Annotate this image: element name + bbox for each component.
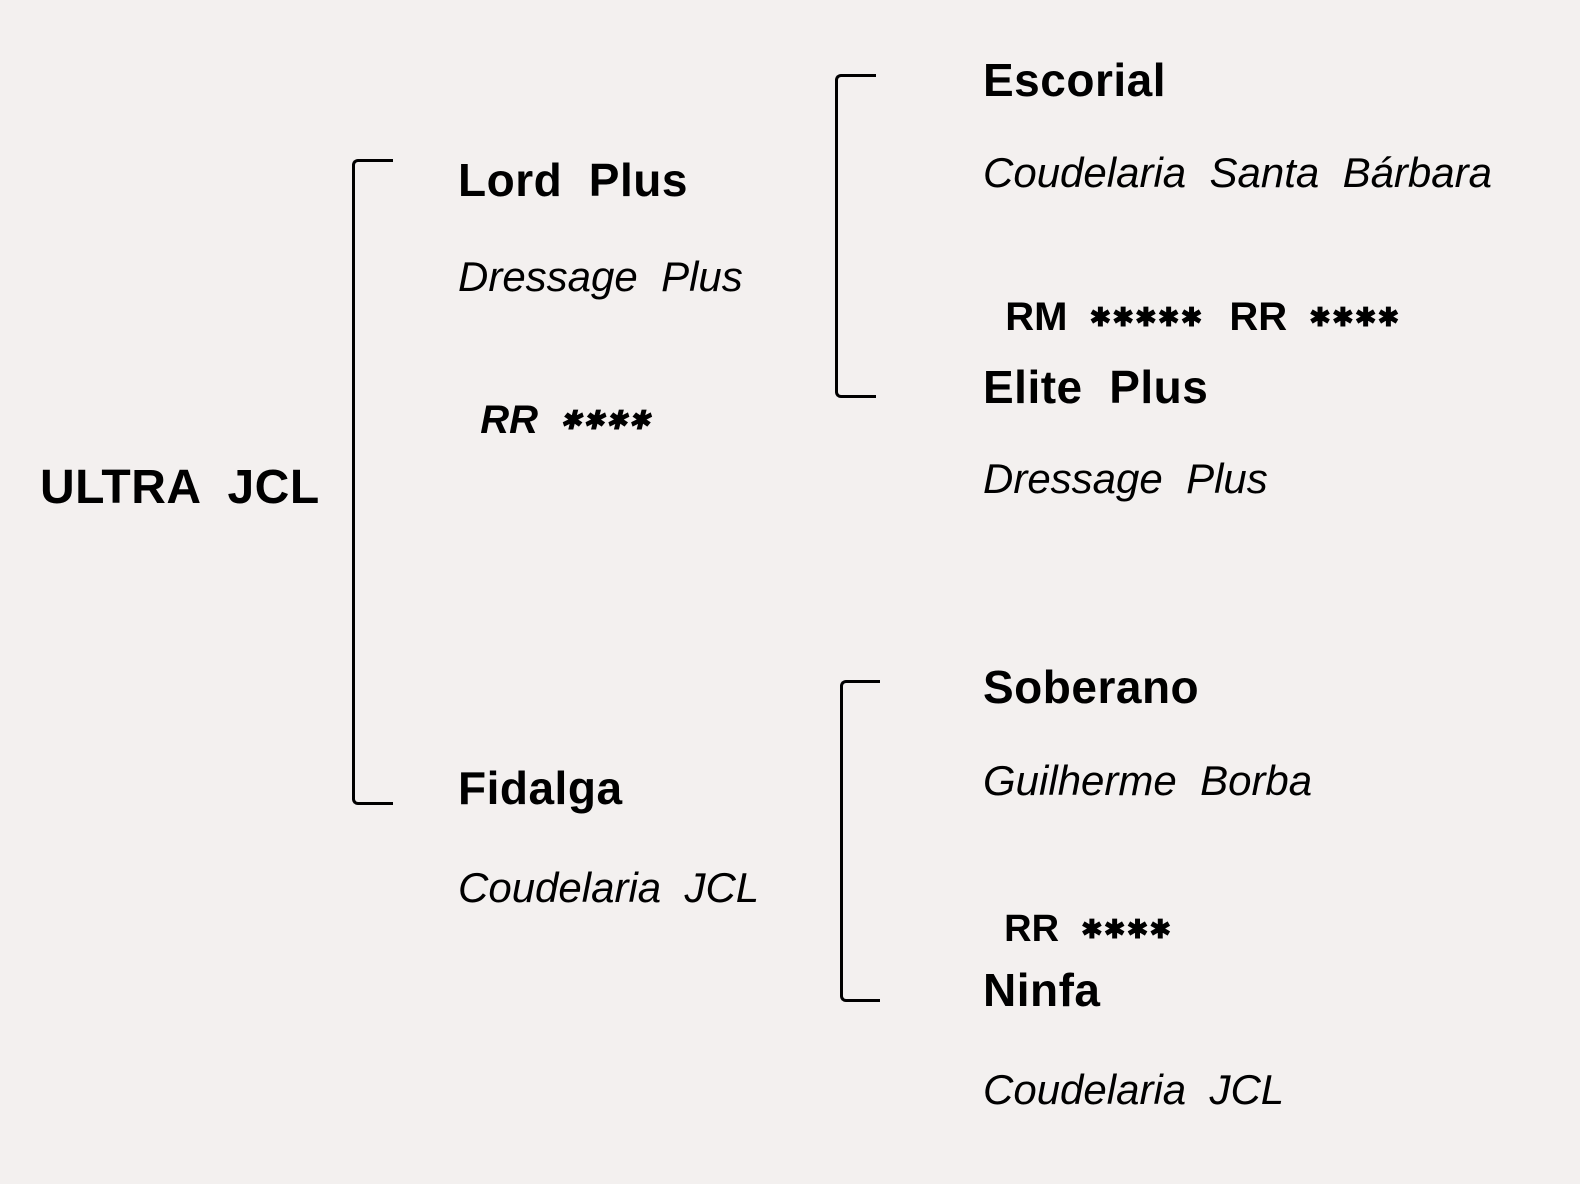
sire-pedigree-bracket	[835, 74, 876, 398]
sire-name: Lord Plus	[458, 154, 688, 206]
root-pedigree-bracket	[352, 159, 393, 805]
dam-dam-name: Ninfa	[983, 964, 1101, 1016]
dam-sire-rating: RR ✱✱✱✱	[983, 872, 1172, 948]
sire-rating: RR ✱✱✱✱	[458, 360, 651, 440]
sire-sire-name: Escorial	[983, 54, 1166, 106]
sire-sire-rating-stars-2: ✱✱✱✱	[1309, 302, 1401, 333]
sire-sire-rating-label-1: RM	[1005, 295, 1068, 339]
dam-sire-rating-stars: ✱✱✱✱	[1081, 913, 1173, 944]
dam-sire-name: Soberano	[983, 661, 1200, 713]
sire-sire-owner: Coudelaria Santa Bárbara	[983, 149, 1492, 196]
dam-name: Fidalga	[458, 762, 623, 814]
sire-rating-label: RR	[480, 398, 539, 442]
dam-pedigree-bracket	[840, 680, 880, 1002]
sire-dam-owner: Dressage Plus	[983, 455, 1268, 502]
root-horse-name: ULTRA JCL	[40, 461, 320, 514]
sire-sire-rating-stars-1: ✱✱✱✱✱	[1089, 302, 1204, 333]
sire-dam-name: Elite Plus	[983, 361, 1209, 413]
sire-sire-rating: RM ✱✱✱✱✱ RR ✱✱✱✱	[983, 257, 1400, 337]
sire-owner: Dressage Plus	[458, 253, 743, 300]
sire-rating-stars: ✱✱✱✱	[560, 405, 652, 436]
dam-owner: Coudelaria JCL	[458, 864, 760, 911]
sire-sire-rating-label-2: RR	[1229, 295, 1288, 339]
dam-sire-rating-label: RR	[1004, 908, 1060, 950]
dam-sire-owner: Guilherme Borba	[983, 757, 1313, 804]
dam-dam-owner: Coudelaria JCL	[983, 1066, 1285, 1113]
